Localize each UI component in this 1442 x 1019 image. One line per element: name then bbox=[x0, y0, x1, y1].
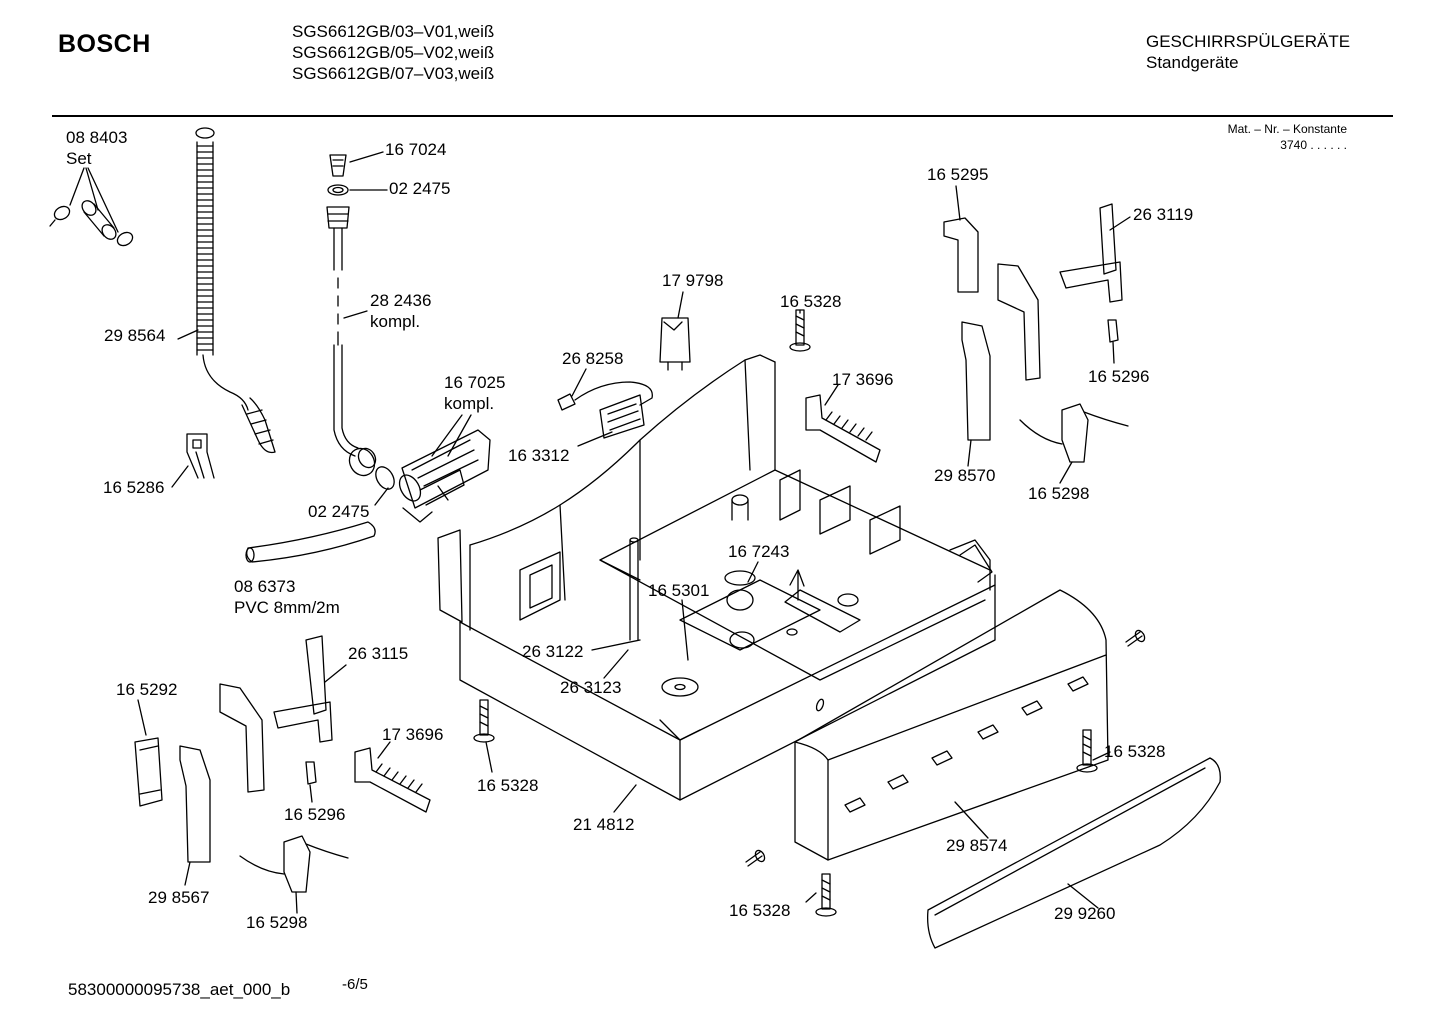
model-line-3: SGS6612GB/07–V03,weiß bbox=[292, 64, 495, 83]
part-label: 16 3312 bbox=[508, 446, 570, 465]
part-label: 17 3696 bbox=[832, 370, 894, 389]
leader-lines bbox=[138, 152, 1130, 913]
inlet-hose-drawing bbox=[327, 155, 398, 492]
sheet-number: -6/5 bbox=[342, 976, 368, 993]
brand-logo: BOSCH bbox=[58, 30, 151, 58]
mat-number-block: Mat. – Nr. – Konstante 3740 . . . . . . bbox=[1228, 121, 1347, 153]
part-label: 16 5301 bbox=[648, 581, 710, 600]
screw-drawing-mid bbox=[474, 700, 494, 742]
mat-number-value: 3740 . . . . . . bbox=[1280, 138, 1347, 152]
model-line-2: SGS6612GB/05–V02,weiß bbox=[292, 43, 495, 62]
small-screw-drawing bbox=[746, 629, 1146, 866]
part-label: 16 5328 bbox=[780, 292, 842, 311]
category-title: GESCHIRRSPÜLGERÄTE bbox=[1146, 32, 1351, 51]
model-list: SGS6612GB/03–V01,weiß SGS6612GB/05–V02,w… bbox=[292, 21, 494, 84]
screw-drawing-bottom bbox=[816, 874, 836, 916]
screw-drawing-top bbox=[790, 310, 810, 351]
category-block: GESCHIRRSPÜLGERÄTE Standgeräte bbox=[1146, 31, 1350, 73]
pvc-tube-drawing bbox=[246, 522, 375, 562]
part-label: 26 3122 bbox=[522, 642, 584, 661]
part-label: 02 2475 bbox=[308, 502, 370, 521]
part-label: 29 8570 bbox=[934, 466, 996, 485]
hose-clamp-set-drawing bbox=[50, 168, 135, 248]
part-label: 26 3123 bbox=[560, 678, 622, 697]
part-label: 16 5328 bbox=[729, 901, 791, 920]
part-label: 16 5292 bbox=[116, 680, 178, 699]
part-label: 16 7024 bbox=[385, 140, 447, 159]
spring-drawing-right bbox=[806, 395, 880, 462]
part-label: 16 5298 bbox=[1028, 484, 1090, 503]
part-label: 08 8403 bbox=[66, 128, 128, 147]
part-label: 16 5286 bbox=[103, 478, 165, 497]
model-line-1: SGS6612GB/03–V01,weiß bbox=[292, 22, 495, 41]
part-label-note: kompl. bbox=[444, 394, 495, 413]
part-label: 16 5296 bbox=[1088, 367, 1150, 386]
part-label: 16 5295 bbox=[927, 165, 989, 184]
cable-connector-drawing bbox=[558, 382, 652, 438]
part-label: 16 5296 bbox=[284, 805, 346, 824]
front-trim-drawing bbox=[928, 758, 1221, 948]
part-label-note: kompl. bbox=[370, 312, 421, 331]
base-tub-drawing bbox=[438, 355, 995, 800]
part-label: 16 7243 bbox=[728, 542, 790, 561]
category-subtitle: Standgeräte bbox=[1146, 53, 1239, 72]
bracket-group-right-drawing bbox=[944, 204, 1128, 462]
part-label: 26 3119 bbox=[1133, 205, 1194, 224]
bracket-group-left-drawing bbox=[135, 636, 348, 892]
part-label: 29 9260 bbox=[1054, 904, 1116, 923]
part-label: 16 5328 bbox=[477, 776, 539, 795]
water-valve-drawing bbox=[395, 430, 490, 522]
drain-hose-drawing bbox=[196, 128, 275, 453]
part-label: 21 4812 bbox=[573, 815, 635, 834]
spring-drawing-left bbox=[355, 748, 430, 812]
part-label: 16 7025 bbox=[444, 373, 506, 392]
part-label: 16 5328 bbox=[1104, 742, 1166, 761]
part-label: 02 2475 bbox=[389, 179, 451, 198]
hose-clip-drawing bbox=[187, 434, 214, 478]
kick-plate-drawing bbox=[795, 590, 1108, 860]
screw-drawing-right bbox=[1077, 730, 1097, 772]
part-label: 08 6373 bbox=[234, 577, 296, 596]
document-id: 58300000095738_aet_000_b bbox=[68, 980, 291, 999]
header-divider bbox=[52, 115, 1393, 117]
part-label: 29 8567 bbox=[148, 888, 210, 907]
part-label: 26 8258 bbox=[562, 349, 624, 368]
part-label: 28 2436 bbox=[370, 291, 432, 310]
part-label: 17 9798 bbox=[662, 271, 724, 290]
part-label-note: Set bbox=[66, 149, 92, 168]
part-label: 16 5298 bbox=[246, 913, 308, 932]
mat-number-label: Mat. – Nr. – Konstante bbox=[1227, 122, 1347, 136]
part-label: 29 8574 bbox=[946, 836, 1008, 855]
sensor-drawing bbox=[660, 318, 690, 370]
part-label: 17 3696 bbox=[382, 725, 444, 744]
part-label: 29 8564 bbox=[104, 326, 166, 345]
part-label: 26 3115 bbox=[348, 644, 409, 663]
part-label-note: PVC 8mm/2m bbox=[234, 598, 340, 617]
